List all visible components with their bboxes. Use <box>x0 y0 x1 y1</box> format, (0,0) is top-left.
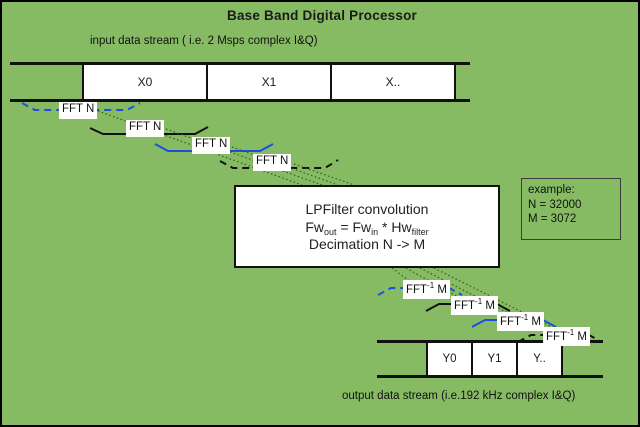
dotted-connector-2 <box>165 128 323 186</box>
lpfilter-mul-hw: * Hw <box>378 219 412 235</box>
ifft-base-3: FFT <box>500 315 522 328</box>
ifft-stage-label-4: FFT-1 M <box>543 327 590 347</box>
ifft-exp-1: -1 <box>427 281 435 290</box>
output-cell: Y.. <box>516 343 563 375</box>
input-cell: X0 <box>82 65 208 99</box>
dotted-connector-7 <box>419 267 513 316</box>
output-bar-top-rule <box>377 340 603 343</box>
output-stream-caption: output data stream (i.e.192 kHz complex … <box>342 390 576 402</box>
fft-stage-label-4: FFT N <box>253 154 292 171</box>
output-data-stream-bar: Y0 Y1 Y.. <box>377 340 603 378</box>
ifft-stage-label-3: FFT-1 M <box>497 312 544 332</box>
ifft-base-4: FFT <box>546 330 568 343</box>
input-data-stream-bar: X0 X1 X.. <box>10 62 470 102</box>
ifft-exp-3: -1 <box>521 313 529 322</box>
input-bar-cells: X0 X1 X.. <box>82 65 460 99</box>
ifft-stage-label-2: FFT-1 M <box>451 296 498 316</box>
fft-stage-label-2: FFT N <box>126 120 165 137</box>
input-bar-top-rule <box>10 62 470 65</box>
example-box: example: N = 32000 M = 3072 <box>521 178 621 240</box>
ifft-base-2: FFT <box>454 299 476 312</box>
lpfilter-line-2: Fwout = Fwin * Hwfilter <box>305 219 429 237</box>
ifft-tail-1: M <box>434 283 447 296</box>
lpfilter-fw-out: Fw <box>305 219 325 235</box>
output-cell: Y0 <box>426 343 473 375</box>
example-n-value: N = 32000 <box>528 198 582 211</box>
input-bar-bottom-rule <box>10 99 470 102</box>
ifft-stage-label-1: FFT-1 M <box>403 280 450 300</box>
lpfilter-eq-fw-in: = Fw <box>336 219 372 235</box>
lpfilter-sub-filter: filter <box>411 227 429 237</box>
lpfilter-line-3: Decimation N -> M <box>308 236 426 252</box>
page-title: Base Band Digital Processor <box>227 8 417 23</box>
fft-stage-label-1: FFT N <box>59 102 98 119</box>
lpfilter-sub-out: out <box>324 227 337 237</box>
lpfilter-sub-in: in <box>371 227 379 237</box>
output-bar-cells: Y0 Y1 Y.. <box>426 343 566 375</box>
example-m-value: M = 3072 <box>528 213 577 226</box>
ifft-tail-3: M <box>528 315 541 328</box>
example-title: example: <box>528 184 575 196</box>
output-cell: Y1 <box>471 343 518 375</box>
ifft-tail-4: M <box>574 330 587 343</box>
dotted-connector-4 <box>293 163 355 186</box>
ifft-base-1: FFT <box>406 283 428 296</box>
fft-stage-label-3: FFT N <box>192 137 231 154</box>
ifft-tail-2: M <box>482 299 495 312</box>
ifft-exp-2: -1 <box>475 297 483 306</box>
input-cell: X.. <box>330 65 456 99</box>
output-bar-bottom-rule <box>377 375 603 378</box>
lpfilter-line-1: LPFilter convolution <box>305 201 429 217</box>
lpfilter-box: LPFilter convolution Fwout = Fwin * Hwfi… <box>234 185 500 268</box>
ifft-exp-4: -1 <box>567 328 575 337</box>
input-stream-caption: input data stream ( i.e. 2 Msps complex … <box>90 35 318 47</box>
